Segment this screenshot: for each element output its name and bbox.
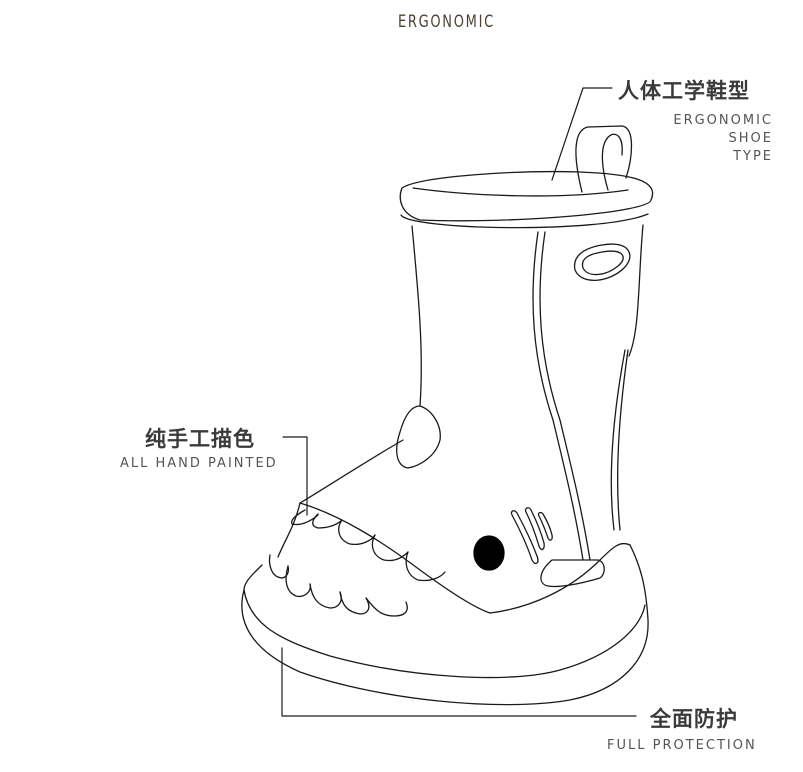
- boot-sole: [241, 542, 649, 706]
- boot-collar: [399, 170, 654, 229]
- callout-subtitle-hand-painted: ALL HAND PAINTED: [120, 456, 278, 471]
- gills-icon: [510, 507, 553, 565]
- page-title: ERGONOMIC: [397, 12, 495, 32]
- callout-subtitle-line: TYPE: [733, 149, 773, 164]
- boot-shaft: [411, 224, 644, 561]
- callout-title-full-protection: 全面防护: [650, 707, 738, 731]
- callout-lines: [281, 87, 637, 717]
- fin-icon: [396, 405, 441, 469]
- callout-subtitle-line: SHOE: [728, 131, 773, 146]
- callout-subtitle-full-protection: FULL PROTECTION: [607, 738, 757, 753]
- callout-title-hand-painted: 纯手工描色: [145, 427, 255, 451]
- side-fin-icon: [540, 559, 605, 588]
- callout-subtitle-line: ERGONOMIC: [673, 113, 773, 128]
- pull-loop-icon: [575, 125, 633, 193]
- upper-teeth: [290, 509, 446, 582]
- lower-teeth: [268, 502, 408, 617]
- callout-subtitle-ergonomic-shoe-type: ERGONOMIC SHOE TYPE: [673, 112, 773, 166]
- callout-title-ergonomic-shoe-type: 人体工学鞋型: [618, 79, 750, 103]
- shark-eye-icon: [473, 535, 505, 571]
